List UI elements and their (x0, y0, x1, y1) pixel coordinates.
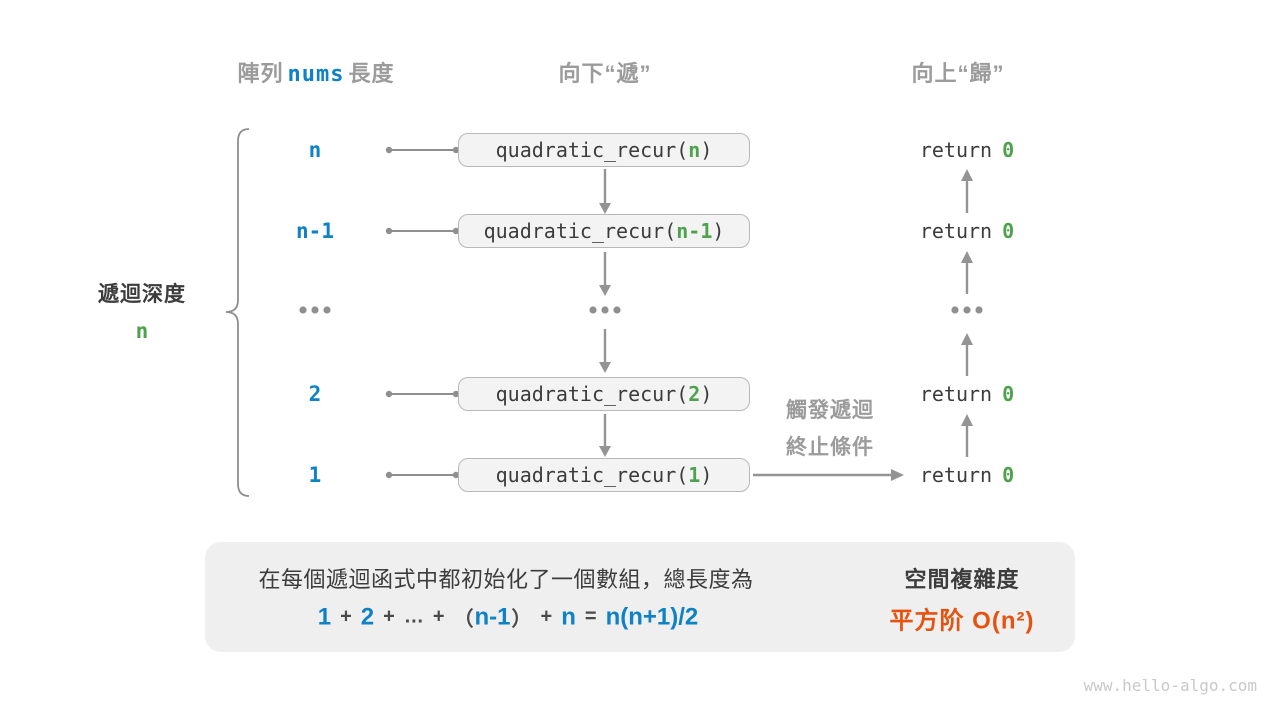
depth-brace-value: n (135, 319, 149, 343)
return-keyword: return (919, 219, 993, 243)
formula-ellipsis: … (403, 605, 424, 628)
base-case-line1: 觸發遞迴 (786, 399, 874, 422)
watermark: www.hello-algo.com (1083, 676, 1257, 695)
base-case-label: 觸發遞迴 終止條件 (786, 392, 874, 466)
right-ellipsis-dots (951, 306, 983, 314)
header-return-up: 向上“歸” (911, 61, 1005, 86)
header-array-length-post: 長度 (348, 61, 395, 86)
formula-close-paren: ） (511, 608, 532, 631)
up-arrow-2 (961, 251, 973, 294)
call-arg: n (688, 138, 701, 162)
row-connector-2 (385, 390, 460, 398)
header-array-length-pre: 陣列 (237, 61, 284, 86)
return-value: 0 (1002, 138, 1015, 162)
formula-operator: + (383, 605, 395, 628)
up-arrow-4 (961, 414, 973, 457)
call-prefix: quadratic_recur( (495, 463, 689, 487)
row-connector-1 (385, 471, 460, 479)
call-suffix: ) (712, 219, 725, 243)
row-connector-n-1 (385, 227, 460, 235)
depth-brace (225, 128, 250, 497)
down-arrow-4 (599, 414, 611, 457)
return-statement-2: return 0 (920, 219, 1014, 243)
call-suffix: ) (700, 463, 713, 487)
call-prefix: quadratic_recur( (495, 382, 689, 406)
formula-term: 2 (360, 603, 375, 630)
formula-operator: + (540, 605, 553, 628)
return-value: 0 (1002, 219, 1015, 243)
formula-result: n(n+1)/2 (605, 603, 699, 630)
up-arrow-3 (961, 333, 973, 376)
left-ellipsis-dots (299, 306, 331, 314)
call-box-2: quadratic_recur(2) (458, 377, 750, 411)
depth-value-n: n (308, 138, 322, 162)
down-arrow-1 (599, 169, 611, 214)
depth-value-1: 1 (308, 463, 322, 487)
call-arg: 2 (688, 382, 701, 406)
return-keyword: return (919, 463, 993, 487)
down-arrow-2 (599, 252, 611, 296)
summary-text: 在每個遞迴函式中都初始化了一個數組，總長度為 (258, 567, 754, 592)
formula-operator: + (432, 605, 445, 628)
call-arg: n-1 (676, 219, 713, 243)
middle-ellipsis-dots (589, 306, 621, 314)
return-value: 0 (1002, 463, 1015, 487)
formula-term: 1 (317, 603, 332, 630)
call-box-1: quadratic_recur(1) (458, 458, 750, 492)
return-statement-1: return 0 (920, 138, 1014, 162)
formula-equals: = (584, 605, 597, 628)
header-recurse-down: 向下“遞” (558, 61, 652, 86)
return-keyword: return (919, 138, 993, 162)
space-complexity-value: 平方阶 O(n²) (889, 607, 1035, 635)
down-arrow-3 (599, 329, 611, 373)
return-keyword: return (919, 382, 993, 406)
call-box-n: quadratic_recur(n) (458, 133, 750, 167)
return-statement-4: return 0 (920, 463, 1014, 487)
up-arrow-1 (961, 169, 973, 213)
return-statement-3: return 0 (920, 382, 1014, 406)
formula-operator: + (340, 605, 352, 628)
space-complexity-title: 空間複雜度 (904, 567, 1020, 592)
base-case-line2: 終止條件 (786, 436, 874, 459)
formula-term: n (561, 603, 576, 630)
call-suffix: ) (700, 138, 713, 162)
row-connector-n (385, 146, 460, 154)
formula-open-paren: （ (453, 608, 474, 631)
formula-term: n-1 (474, 603, 511, 630)
header-nums-code: nums (287, 62, 345, 87)
call-prefix: quadratic_recur( (483, 219, 677, 243)
call-box-n-1: quadratic_recur(n-1) (458, 214, 750, 248)
return-value: 0 (1002, 382, 1015, 406)
depth-value-n-1: n-1 (296, 219, 334, 243)
call-arg: 1 (688, 463, 701, 487)
depth-brace-title: 遞迴深度 (98, 283, 186, 306)
call-prefix: quadratic_recur( (495, 138, 689, 162)
call-suffix: ) (700, 382, 713, 406)
summary-formula: 1 + 2 + … + （ n-1 ） + n = n(n+1)/2 (318, 603, 699, 632)
depth-value-2: 2 (308, 382, 322, 406)
summary-panel (205, 542, 1075, 652)
base-case-arrow (753, 469, 904, 481)
